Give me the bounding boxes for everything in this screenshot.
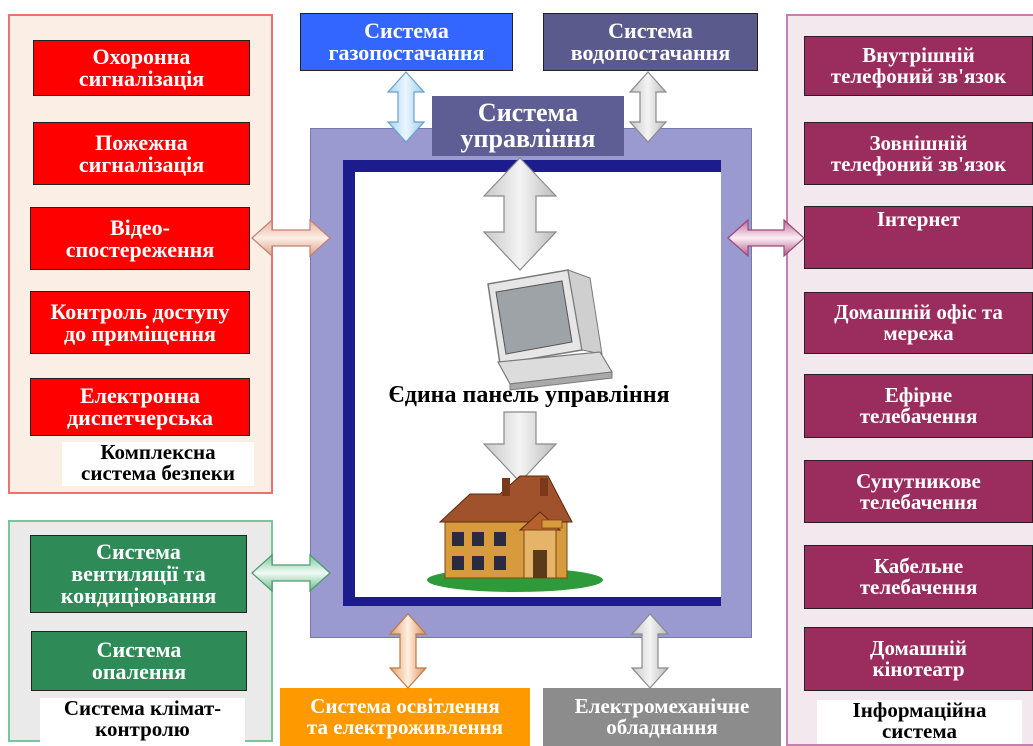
- water-supply-box[interactable]: Система водопостачання: [543, 13, 758, 71]
- info-item-home-office[interactable]: Домашній офіс та мережа: [804, 292, 1033, 354]
- electromechanical-arrow: [630, 613, 670, 689]
- security-arrow: [251, 218, 331, 258]
- info-arrow: [727, 218, 805, 258]
- security-item-dispatch[interactable]: Електронна диспетчерська: [30, 378, 250, 436]
- control-system-label[interactable]: Система управління: [432, 96, 624, 156]
- security-item-fire-alarm[interactable]: Пожежна сигналізація: [33, 122, 250, 185]
- info-panel-label: Інформаційна система: [817, 700, 1022, 744]
- climate-arrow: [251, 553, 331, 593]
- climate-panel-label: Система клімат- контролю: [40, 698, 245, 742]
- security-item-access-control[interactable]: Контроль доступу до приміщення: [30, 291, 250, 354]
- info-item-terrestrial-tv[interactable]: Ефірне телебачення: [804, 374, 1033, 438]
- single-control-panel-title: Єдина панель управління: [388, 382, 670, 408]
- water-arrow: [628, 71, 668, 143]
- climate-item-heating[interactable]: Система опалення: [31, 631, 247, 691]
- security-item-video[interactable]: Відео- спостереження: [30, 207, 250, 270]
- gas-supply-box[interactable]: Система газопостачання: [300, 13, 513, 71]
- info-item-internal-phone[interactable]: Внутрішній телефоний зв'язок: [804, 36, 1033, 96]
- lighting-arrow: [388, 613, 428, 689]
- panel-to-house-arrow: [482, 411, 558, 483]
- computer-icon: [487, 269, 613, 391]
- climate-item-ventilation[interactable]: Система вентиляції та кондиціювання: [30, 535, 247, 613]
- gas-arrow: [386, 71, 426, 143]
- control-to-panel-arrow: [482, 157, 558, 271]
- electromechanical-box[interactable]: Електромеханічне обладнання: [543, 688, 781, 746]
- info-item-satellite-tv[interactable]: Супутникове телебачення: [804, 460, 1033, 523]
- house-icon: [427, 475, 603, 592]
- security-panel-label: Комплексна система безпеки: [62, 442, 254, 486]
- info-item-external-phone[interactable]: Зовнішній телефоний зв'язок: [804, 122, 1033, 185]
- security-item-guard-alarm[interactable]: Охоронна сигналізація: [33, 40, 250, 96]
- info-item-home-cinema[interactable]: Домашній кінотеатр: [804, 627, 1033, 691]
- info-item-internet[interactable]: Інтернет: [804, 206, 1033, 269]
- lighting-power-box[interactable]: Система освітлення та електроживлення: [280, 688, 530, 746]
